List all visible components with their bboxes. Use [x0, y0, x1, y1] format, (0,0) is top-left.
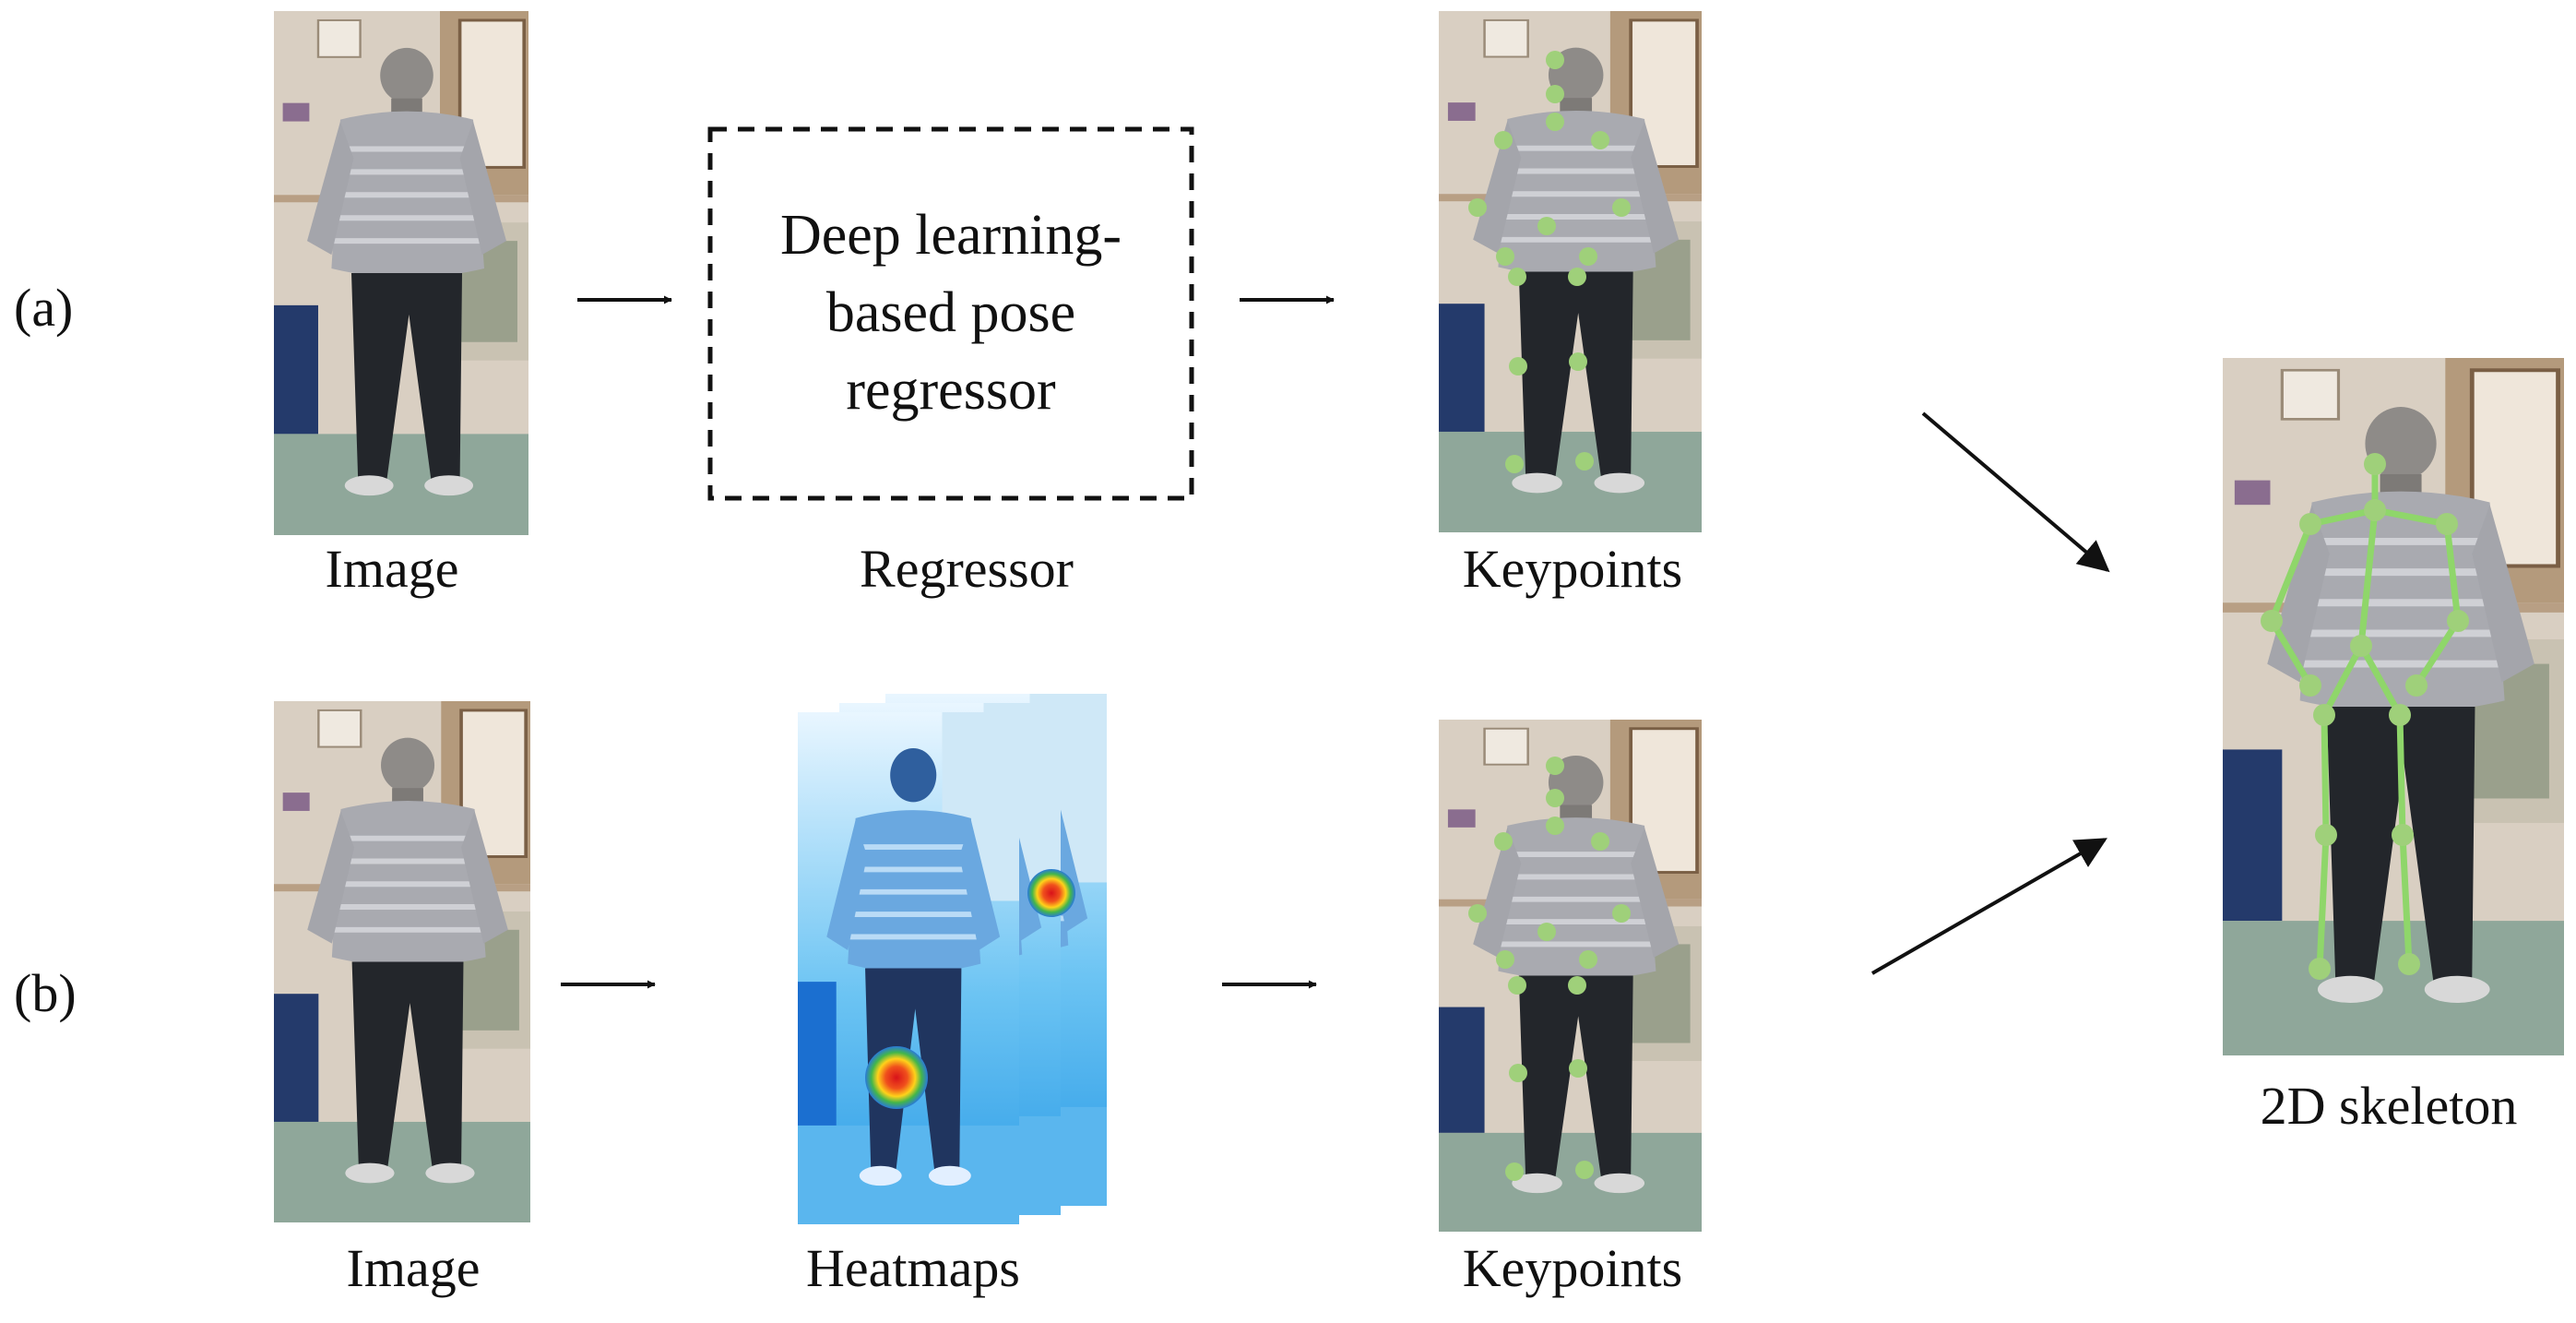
caption-image-b: Image — [346, 1238, 481, 1298]
caption-keypoints-b: Keypoints — [1462, 1238, 1683, 1298]
arrow-keypoints-a-to-skeleton — [1921, 411, 2110, 573]
caption-skeleton: 2D skeleton — [2260, 1076, 2518, 1136]
regressor-text-line3: regressor — [846, 358, 1056, 422]
caption-heatmaps: Heatmaps — [806, 1238, 1020, 1298]
heatmap-blob-hand — [1027, 869, 1075, 917]
row-label-a: (a) — [14, 278, 74, 338]
keypoints-image-b — [1439, 720, 1702, 1232]
regressor-text-line2: based pose — [825, 281, 1076, 345]
caption-keypoints-a: Keypoints — [1462, 539, 1683, 599]
regressor-box-text: Deep learning- based pose regressor — [710, 129, 1192, 498]
keypoints-image-a — [1439, 11, 1702, 532]
caption-image-a: Image — [325, 539, 459, 599]
input-image-a — [274, 11, 528, 535]
heatmap-stack — [798, 694, 1107, 1224]
arrow-keypoints-b-to-skeleton — [1871, 838, 2107, 975]
input-image-b — [274, 701, 530, 1222]
regressor-box — [707, 126, 1194, 501]
heatmap-blob-knee — [865, 1046, 928, 1109]
caption-regressor: Regressor — [860, 539, 1074, 599]
regressor-text-line1: Deep learning- — [779, 204, 1122, 268]
row-label-b: (b) — [14, 963, 77, 1023]
skeleton-image — [2223, 358, 2564, 1055]
